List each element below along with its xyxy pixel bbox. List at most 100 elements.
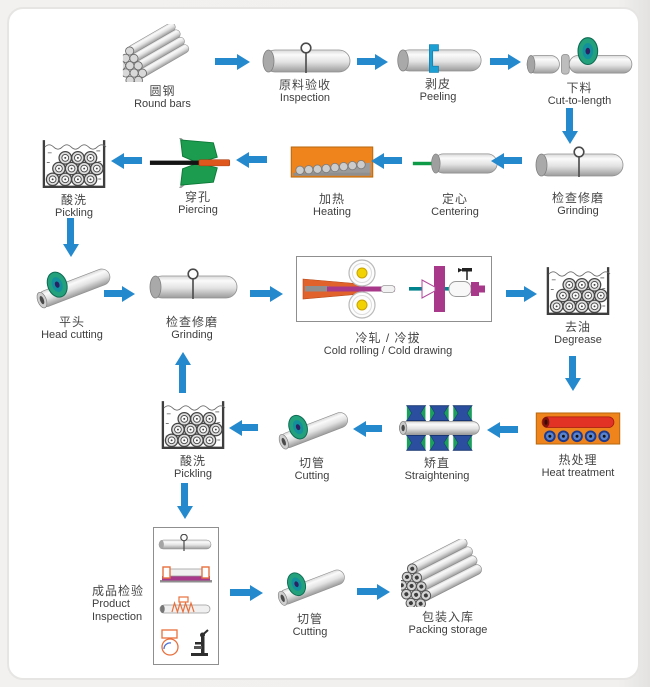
node-label: 热处理 Heat treatment [542, 453, 615, 480]
node-label: 穿孔 Piercing [178, 190, 218, 217]
arrow-pickling-to-head-cutting [67, 218, 74, 244]
arrow-heat-treatment-to-straightening [500, 426, 518, 433]
node-label-en: Straightening [404, 470, 470, 483]
node-heat-treatment: 热处理 Heat treatment [528, 412, 628, 480]
node-degrease: 去油 Degrease [538, 263, 618, 347]
peeling-icon [392, 44, 484, 75]
node-label: 加热 Heating [313, 192, 351, 219]
node-label-en: Cold rolling / Cold drawing [323, 345, 453, 358]
node-label-en: Centering [431, 206, 479, 219]
node-heating: 加热 Heating [280, 146, 384, 219]
node-label: 检查修磨 Grinding [166, 315, 218, 342]
node-cut-to-length: 下料 Cut-to-length [522, 32, 637, 108]
node-pickling-1: 酸洗 Pickling [30, 136, 118, 220]
node-label: 定心 Centering [431, 192, 479, 219]
node-label: 切管 Cutting [295, 456, 330, 483]
node-label-zh: 冷轧 / 冷拔 [355, 331, 421, 345]
node-label-en: Grinding [171, 329, 213, 342]
arrow-grinding-to-centering [504, 157, 522, 164]
straightening-icon [392, 402, 483, 454]
node-label-en: Head cutting [41, 329, 103, 342]
node-label-zh: 切管 [298, 456, 325, 470]
head-cutting-icon [27, 258, 117, 313]
arrow-cutting-to-pickling [242, 424, 258, 431]
node-label-zh: 定心 [441, 192, 468, 206]
node-label: 矫直 Straightening [405, 456, 470, 483]
arrow-pickling-to-product-inspection [181, 483, 188, 506]
pickling-tank-icon [40, 136, 108, 191]
node-label-zh: 检查修磨 [551, 191, 604, 205]
node-label-zh: 去油 [564, 320, 591, 334]
node-head-cutting: 平头 Head cutting [18, 258, 126, 342]
arrow-peeling-to-cut-to-length [490, 58, 508, 65]
round-bars-icon [118, 24, 208, 82]
node-label-zh: 切管 [296, 612, 323, 626]
node-label: 剥皮 Peeling [420, 77, 457, 104]
arrow-pickling-to-grinding-loop [179, 365, 186, 393]
node-label: 下料 Cut-to-length [548, 81, 612, 108]
node-label-zh: 包装入库 [421, 610, 474, 624]
node-label: 切管 Cutting [293, 612, 328, 639]
pickling-tank-icon [159, 397, 227, 452]
pipe-bundle-icon [401, 538, 495, 608]
visual-inspection-icon [158, 534, 212, 551]
arrow-grinding-to-cold-rolling [250, 290, 270, 297]
cold-rolling-icon [302, 259, 485, 319]
node-label: 原料验收 Inspection [279, 78, 331, 105]
node-label-en: Degrease [554, 334, 602, 347]
heating-furnace-icon [290, 146, 374, 179]
node-label-zh: 穿孔 [184, 190, 211, 204]
node-label-zh: 酸洗 [179, 454, 206, 468]
node-label-zh: 矫直 [423, 456, 450, 470]
node-label-zh: 加热 [318, 192, 345, 206]
node-label-en: Pickling [174, 468, 212, 481]
node-label-en: Inspection [279, 92, 331, 105]
node-label-zh: 下料 [566, 81, 593, 95]
node-straightening: 矫直 Straightening [382, 402, 492, 483]
node-label-en: Heating [313, 206, 351, 219]
pipe-cutting-icon [268, 560, 352, 610]
node-label-en: Inspection [92, 610, 143, 623]
node-label: 平头 Head cutting [41, 315, 103, 342]
node-label-en: Peeling [419, 91, 457, 104]
node-label-zh: 成品检验 [92, 584, 145, 598]
node-label-en: Piercing [178, 204, 218, 217]
piercing-icon [148, 138, 248, 188]
node-label: 包装入库 Packing storage [409, 610, 488, 637]
bench-test-icon [160, 566, 212, 583]
node-label-product-inspection: 成品检验 Product Inspection [92, 584, 150, 623]
arrow-round-bars-to-inspection [215, 58, 237, 65]
arrow-degrease-to-heat-treatment [569, 356, 576, 378]
arrow-centering-to-heating [384, 157, 402, 164]
grinding-pipe-icon [144, 268, 240, 302]
arrow-product-inspection-to-cutting [230, 589, 250, 596]
inspection-pipe-icon [257, 42, 353, 76]
node-label-zh: 剥皮 [424, 77, 451, 91]
node-round-bars: 圆钢 Round bars [100, 24, 225, 111]
node-label-en: Pickling [55, 207, 93, 220]
node-peeling: 剥皮 Peeling [388, 44, 488, 104]
node-label-zh: 平头 [58, 315, 85, 329]
arrow-cutting-to-packing [357, 588, 377, 595]
node-centering: 定心 Centering [405, 150, 505, 219]
node-cutting-2: 切管 Cutting [264, 560, 356, 639]
diagram-card [7, 7, 640, 680]
gauge-test-icon [161, 629, 209, 656]
node-grinding-1: 检查修磨 Grinding [528, 146, 628, 218]
node-grinding-2: 检查修磨 Grinding [142, 268, 242, 342]
node-label-en: Cut-to-length [547, 95, 612, 108]
node-pickling-2: 酸洗 Pickling [148, 397, 238, 481]
eddy-current-test-icon [159, 596, 211, 615]
arrow-piercing-to-pickling [124, 157, 142, 164]
arrow-heating-to-piercing [249, 156, 267, 163]
node-label-en: Round bars [134, 98, 191, 111]
node-label-en: Product [92, 598, 130, 611]
node-label: 去油 Degrease [554, 320, 602, 347]
arrow-inspection-to-peeling [357, 58, 375, 65]
cut-to-length-icon [525, 32, 635, 79]
pipe-cutting-icon [270, 402, 354, 454]
arrow-straightening-to-cutting [366, 425, 382, 432]
node-label-zh: 圆钢 [149, 84, 176, 98]
arrow-cold-rolling-to-degrease [506, 290, 524, 297]
